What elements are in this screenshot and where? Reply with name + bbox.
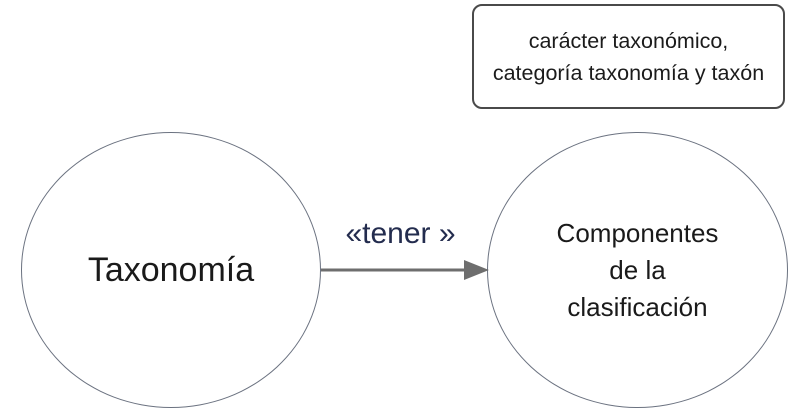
node-componentes-label: Componentes de la clasificación [556,217,719,322]
node-taxonomia-label: Taxonomía [87,250,255,289]
node-taxonomia: Taxonomía [21,132,321,408]
edge-arrow-icon [321,260,489,280]
node-componentes: Componentes de la clasificación [487,132,788,408]
annotation-text: carácter taxonómico, categoría taxonomía… [492,28,765,85]
annotation-box: carácter taxonómico, categoría taxonomía… [472,4,785,109]
edge-label-tener: «tener » [345,217,456,250]
